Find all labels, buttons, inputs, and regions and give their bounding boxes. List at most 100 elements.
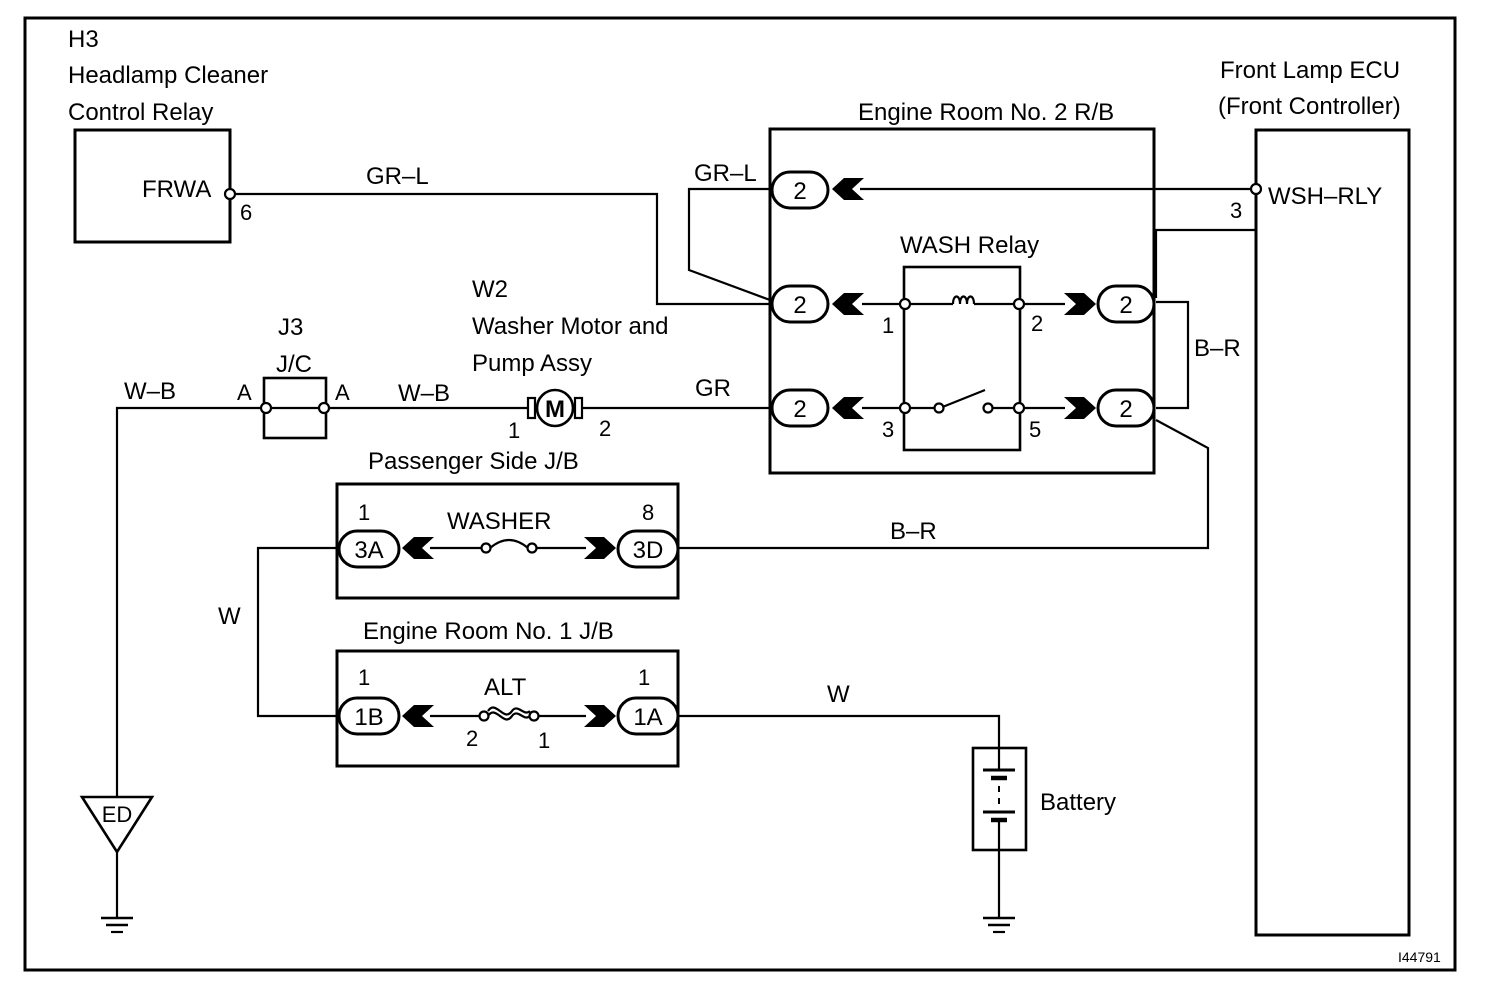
motor-terminal-right xyxy=(573,396,584,420)
passenger-jb-right-pin: 8 xyxy=(642,500,654,525)
diagram-frame xyxy=(23,16,1457,972)
j3-junction-connector: J3 J/C A A xyxy=(237,314,350,440)
relay-pin-5: 5 xyxy=(1029,417,1041,442)
passenger-jb-box xyxy=(335,482,680,600)
j3-pin-right: A xyxy=(335,380,350,405)
connector-arrow-icon xyxy=(832,397,864,419)
ecu-pin-number: 3 xyxy=(1230,198,1242,223)
w2-pin-1: 1 xyxy=(508,418,520,443)
wire-w-3a-1b xyxy=(256,546,339,718)
wire-label-w-b-right: W–B xyxy=(398,380,450,407)
connector-label: 1A xyxy=(633,704,662,731)
wire-label-gr-l-top: GR–L xyxy=(366,163,429,190)
alt-fuse-pin-2: 2 xyxy=(466,726,478,751)
engine-room-no1-jb: Engine Room No. 1 J/B 1 1 ALT 2 1 xyxy=(335,618,680,768)
passenger-jb-name: Passenger Side J/B xyxy=(368,448,579,475)
er1-connector-1a: 1A xyxy=(584,696,680,736)
passenger-jb-connector-3a: 3A xyxy=(337,529,434,569)
h3-code: H3 xyxy=(68,26,99,53)
connector-label: 1B xyxy=(354,704,383,731)
er1-left-pin: 1 xyxy=(358,665,370,690)
connector-arrow-icon xyxy=(402,705,434,727)
w2-washer-motor: W2 Washer Motor and Pump Assy M 1 2 xyxy=(472,276,669,443)
wire-label-b-r-bottom: B–R xyxy=(890,518,937,545)
connector-label: 3D xyxy=(633,537,664,564)
connector-arrow-icon xyxy=(584,705,616,727)
er2-connector-row1: 2 xyxy=(770,170,864,210)
wash-relay-box xyxy=(902,265,1022,452)
er2-connector-row3: 2 xyxy=(770,388,864,428)
washer-fuse-label: WASHER xyxy=(447,508,551,535)
w2-code: W2 xyxy=(472,276,508,303)
terminal-relay-3 xyxy=(898,401,912,415)
relay-switch-blade-icon xyxy=(939,388,986,410)
er1-right-pin: 1 xyxy=(638,665,650,690)
connector-label: 2 xyxy=(793,292,806,319)
motor-symbol: M xyxy=(545,396,565,423)
alt-fuse-pin-1: 1 xyxy=(538,728,550,753)
j3-pin-left: A xyxy=(237,380,252,405)
connector-arrow-icon xyxy=(1064,397,1096,419)
connector-label: 2 xyxy=(793,396,806,423)
connector-arrow-icon xyxy=(832,178,864,200)
figure-id: I44791 xyxy=(1398,949,1441,965)
terminal-relay-2 xyxy=(1012,297,1026,311)
wire-label-w-b-left: W–B xyxy=(124,378,176,405)
w2-name-line1: Washer Motor and xyxy=(472,313,669,340)
wire-b-r-3d xyxy=(678,419,1210,550)
relay-pin-1: 1 xyxy=(882,313,894,338)
er2-connector-right1: 2 xyxy=(1064,284,1156,324)
terminal-relay-5 xyxy=(1012,401,1026,415)
washer-fuse-icon xyxy=(489,538,529,549)
ecu-box xyxy=(1254,128,1411,937)
wire-gr-l-branch xyxy=(687,187,771,302)
engine-room-no2-rb: Engine Room No. 2 R/B xyxy=(768,99,1156,475)
connector-arrow-icon xyxy=(832,293,864,315)
terminal-relay-1 xyxy=(898,297,912,311)
terminal-j3-left xyxy=(259,401,273,415)
wires xyxy=(115,187,1256,797)
h3-name-line2: Control Relay xyxy=(68,99,213,126)
terminal-j3-right xyxy=(317,401,331,415)
ground-battery xyxy=(983,850,1015,934)
er2-connector-row2: 2 xyxy=(770,284,864,324)
passenger-jb-left-pin: 1 xyxy=(358,500,370,525)
alt-fuse-label: ALT xyxy=(484,674,527,701)
relay-coil-icon xyxy=(951,295,976,305)
h3-headlamp-cleaner-relay: H3 Headlamp Cleaner Control Relay FRWA 6 xyxy=(68,26,268,244)
ecu-name-line1: Front Lamp ECU xyxy=(1220,57,1400,84)
battery-label: Battery xyxy=(1040,789,1116,816)
ground-ed-label: ED xyxy=(102,802,133,827)
wire-gr-l-frwa xyxy=(234,192,770,306)
ecu-name-line2: (Front Controller) xyxy=(1218,93,1401,120)
motor-icon xyxy=(535,388,575,428)
w2-name-line2: Pump Assy xyxy=(472,350,592,377)
er1-connector-1b: 1B xyxy=(337,696,434,736)
relay-pin-3: 3 xyxy=(882,417,894,442)
er2-name: Engine Room No. 2 R/B xyxy=(858,99,1114,126)
connector-arrow-icon xyxy=(584,537,616,559)
connector-label: 3A xyxy=(354,537,383,564)
terminal-wsh-rly xyxy=(1249,182,1263,196)
connector-label: 2 xyxy=(1119,396,1132,423)
connector-label: 2 xyxy=(793,178,806,205)
wire-b-r-loop xyxy=(1156,300,1190,410)
wire-label-w-left: W xyxy=(218,603,241,630)
motor-terminal-left xyxy=(526,396,537,420)
ground-ed: ED xyxy=(79,795,155,934)
er2-connector-right2: 2 xyxy=(1064,388,1156,428)
er1-name: Engine Room No. 1 J/B xyxy=(363,618,614,645)
wire-ecu-relay xyxy=(1154,228,1256,298)
ecu-pin-name: WSH–RLY xyxy=(1268,183,1382,210)
wire-w-b-ground xyxy=(115,406,262,797)
wash-relay: WASH Relay 1 2 3 5 xyxy=(882,232,1043,452)
alt-fusible-link-icon xyxy=(487,711,531,721)
wire-label-gr: GR xyxy=(695,375,731,402)
wire-label-gr-l-er2: GR–L xyxy=(694,160,757,187)
j3-name: J/C xyxy=(276,351,312,378)
h3-name-line1: Headlamp Cleaner xyxy=(68,62,268,89)
passenger-jb-connector-3d: 3D xyxy=(584,529,680,569)
wire-label-w-bottom: W xyxy=(827,681,850,708)
w2-pin-2: 2 xyxy=(599,416,611,441)
